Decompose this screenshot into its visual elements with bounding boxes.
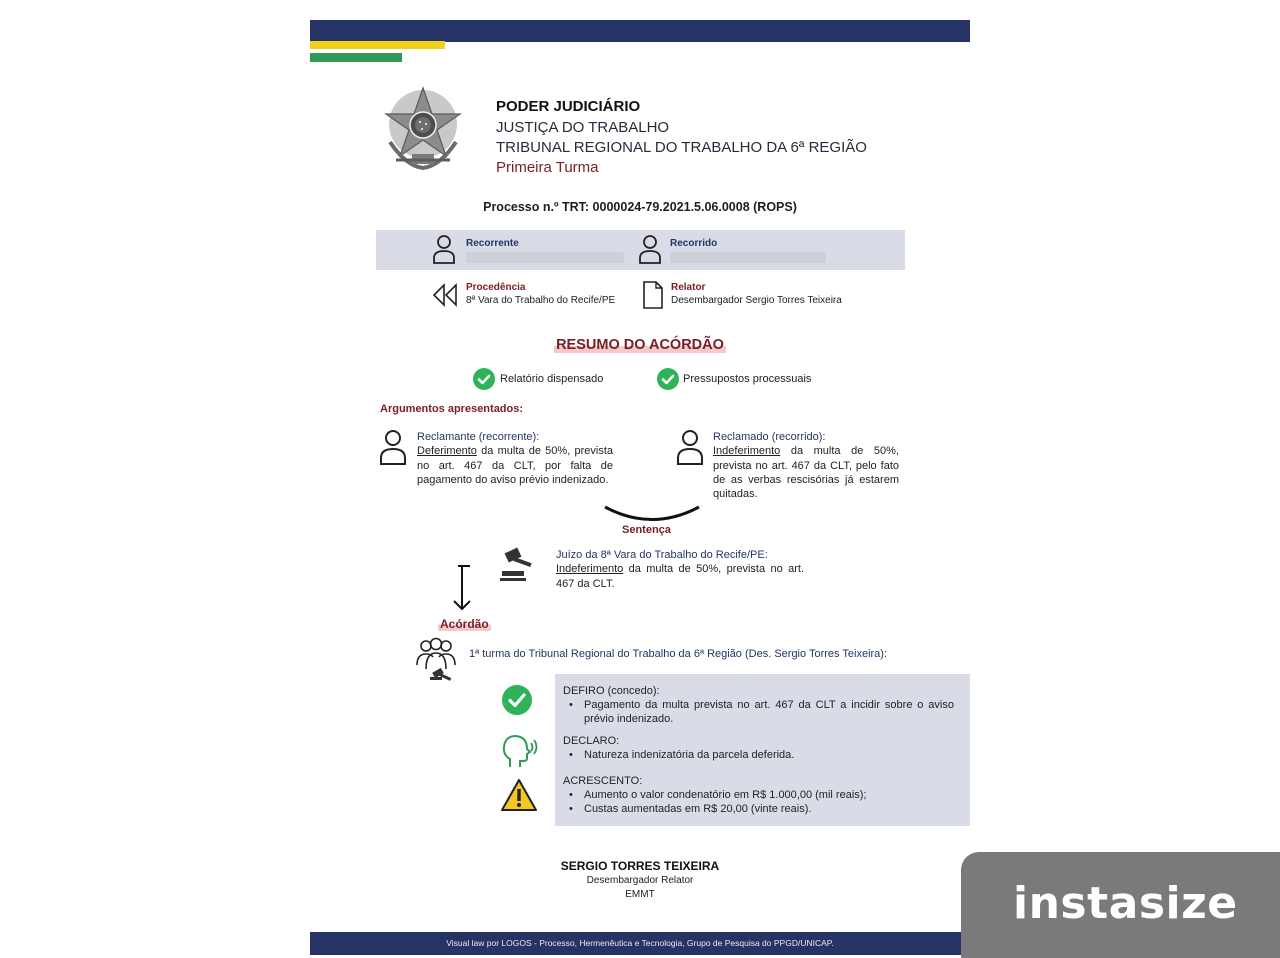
check-icon (473, 368, 495, 390)
arguments-heading: Argumentos apresentados: (380, 403, 524, 415)
defiro-title: DEFIRO (concedo): (563, 685, 660, 697)
process-number: Processo n.º TRT: 0000024-79.2021.5.06.0… (483, 200, 797, 214)
document-page: PODER JUDICIÁRIO JUSTIÇA DO TRABALHO TRI… (310, 20, 970, 958)
footer-bar: Visual law por LOGOS - Processo, Hermenê… (310, 932, 970, 955)
recorrido-redacted (670, 252, 826, 263)
argument-reclamante-title: Reclamante (recorrente): (417, 431, 540, 443)
recorrente-redacted (466, 252, 624, 263)
acrescento-item: Aumento o valor condenatório em R$ 1.000… (569, 788, 954, 802)
watermark-text: instasize (1013, 878, 1238, 929)
coat-of-arms-icon (384, 86, 462, 171)
ruling-court: 1ª turma do Tribunal Regional do Trabalh… (469, 648, 888, 660)
top-yellow-stripe (310, 41, 445, 49)
acrescento-item-2-text: Custas aumentadas em R$ 20,00 (vinte rea… (584, 803, 812, 815)
recorrido-label: Recorrido (670, 238, 718, 249)
rewind-icon (432, 283, 457, 307)
procedencia-label: Procedência (466, 282, 526, 293)
argument-reclamante-keyword: Deferimento (417, 445, 477, 458)
header-line-3: TRIBUNAL REGIONAL DO TRABALHO DA 6ª REGI… (496, 139, 867, 156)
person-icon (677, 430, 703, 465)
sentence-body: da multa de 50%, prevista no art. 467 da… (556, 563, 804, 590)
person-icon (380, 430, 406, 465)
summary-title: RESUMO DO ACÓRDÃO (310, 337, 970, 353)
top-green-stripe (310, 53, 402, 62)
defiro-item: Pagamento da multa prevista no art. 467 … (569, 698, 954, 726)
panel-of-judges-icon (416, 637, 456, 681)
relator-value: Desembargador Sergio Torres Teixeira (671, 295, 842, 306)
recorrente-label: Recorrente (466, 238, 519, 249)
check-item-relatorio: Relatório dispensado (500, 373, 604, 385)
header-line-1: PODER JUDICIÁRIO (496, 98, 641, 115)
gavel-icon (500, 547, 532, 581)
argument-reclamante-text: da multa de 50%, prevista no art. 467 da… (417, 445, 613, 486)
document-icon (643, 281, 663, 309)
header-line-2: JUSTIÇA DO TRABALHO (496, 119, 670, 136)
declaro-title: DECLARO: (563, 735, 620, 747)
check-icon (657, 368, 679, 390)
ruling-heading-text: Acórdão (438, 617, 491, 631)
defiro-item-text: Pagamento da multa prevista no art. 467 … (584, 699, 954, 725)
ruling-panel: DEFIRO (concedo): Pagamento da multa pre… (555, 674, 970, 826)
declaro-item: Natureza indenizatória da parcela deferi… (569, 748, 954, 762)
check-item-pressupostos: Pressupostos processuais (683, 373, 812, 385)
declaro-item-text: Natureza indenizatória da parcela deferi… (584, 749, 795, 761)
argument-reclamado-text: da multa de 50%, prevista no art. 467 da… (713, 445, 899, 501)
summary-title-text: RESUMO DO ACÓRDÃO (554, 337, 726, 353)
acrescento-item: Custas aumentadas em R$ 20,00 (vinte rea… (569, 802, 954, 816)
sentence-text: Juízo da 8ª Vara do Trabalho do Recife/P… (556, 548, 804, 591)
header-line-4: Primeira Turma (496, 159, 599, 176)
sentence-keyword: Indeferimento (556, 563, 624, 576)
argument-reclamado-keyword: Indeferimento (713, 445, 781, 458)
argument-reclamante: Reclamante (recorrente): Deferimento da … (417, 430, 613, 487)
acrescento-title: ACRESCENTO: (563, 775, 643, 787)
signature-name: SERGIO TORRES TEIXEIRA (560, 859, 720, 873)
instasize-watermark: instasize (961, 852, 1280, 958)
relator-label: Relator (671, 282, 706, 293)
signature-role: Desembargador Relator (586, 875, 694, 886)
procedencia-value: 8ª Vara do Trabalho do Recife/PE (466, 295, 616, 306)
person-icon (639, 235, 661, 264)
top-navy-bar (310, 20, 970, 42)
ruling-heading: Acórdão (438, 617, 491, 631)
speaking-head-icon (502, 734, 538, 767)
warning-icon (501, 779, 537, 811)
argument-reclamado: Reclamado (recorrido): Indeferimento da … (713, 430, 899, 501)
check-icon (502, 685, 532, 715)
connector-arc (604, 505, 700, 521)
acrescento-item-1-text: Aumento o valor condenatório em R$ 1.000… (584, 789, 867, 801)
signature-code: EMMT (625, 889, 655, 900)
sentence-title: Juízo da 8ª Vara do Trabalho do Recife/P… (556, 549, 768, 561)
arrow-down-icon (453, 565, 471, 611)
sentence-heading: Sentença (622, 524, 671, 536)
argument-reclamado-title: Reclamado (recorrido): (713, 431, 826, 443)
person-icon (433, 235, 455, 264)
